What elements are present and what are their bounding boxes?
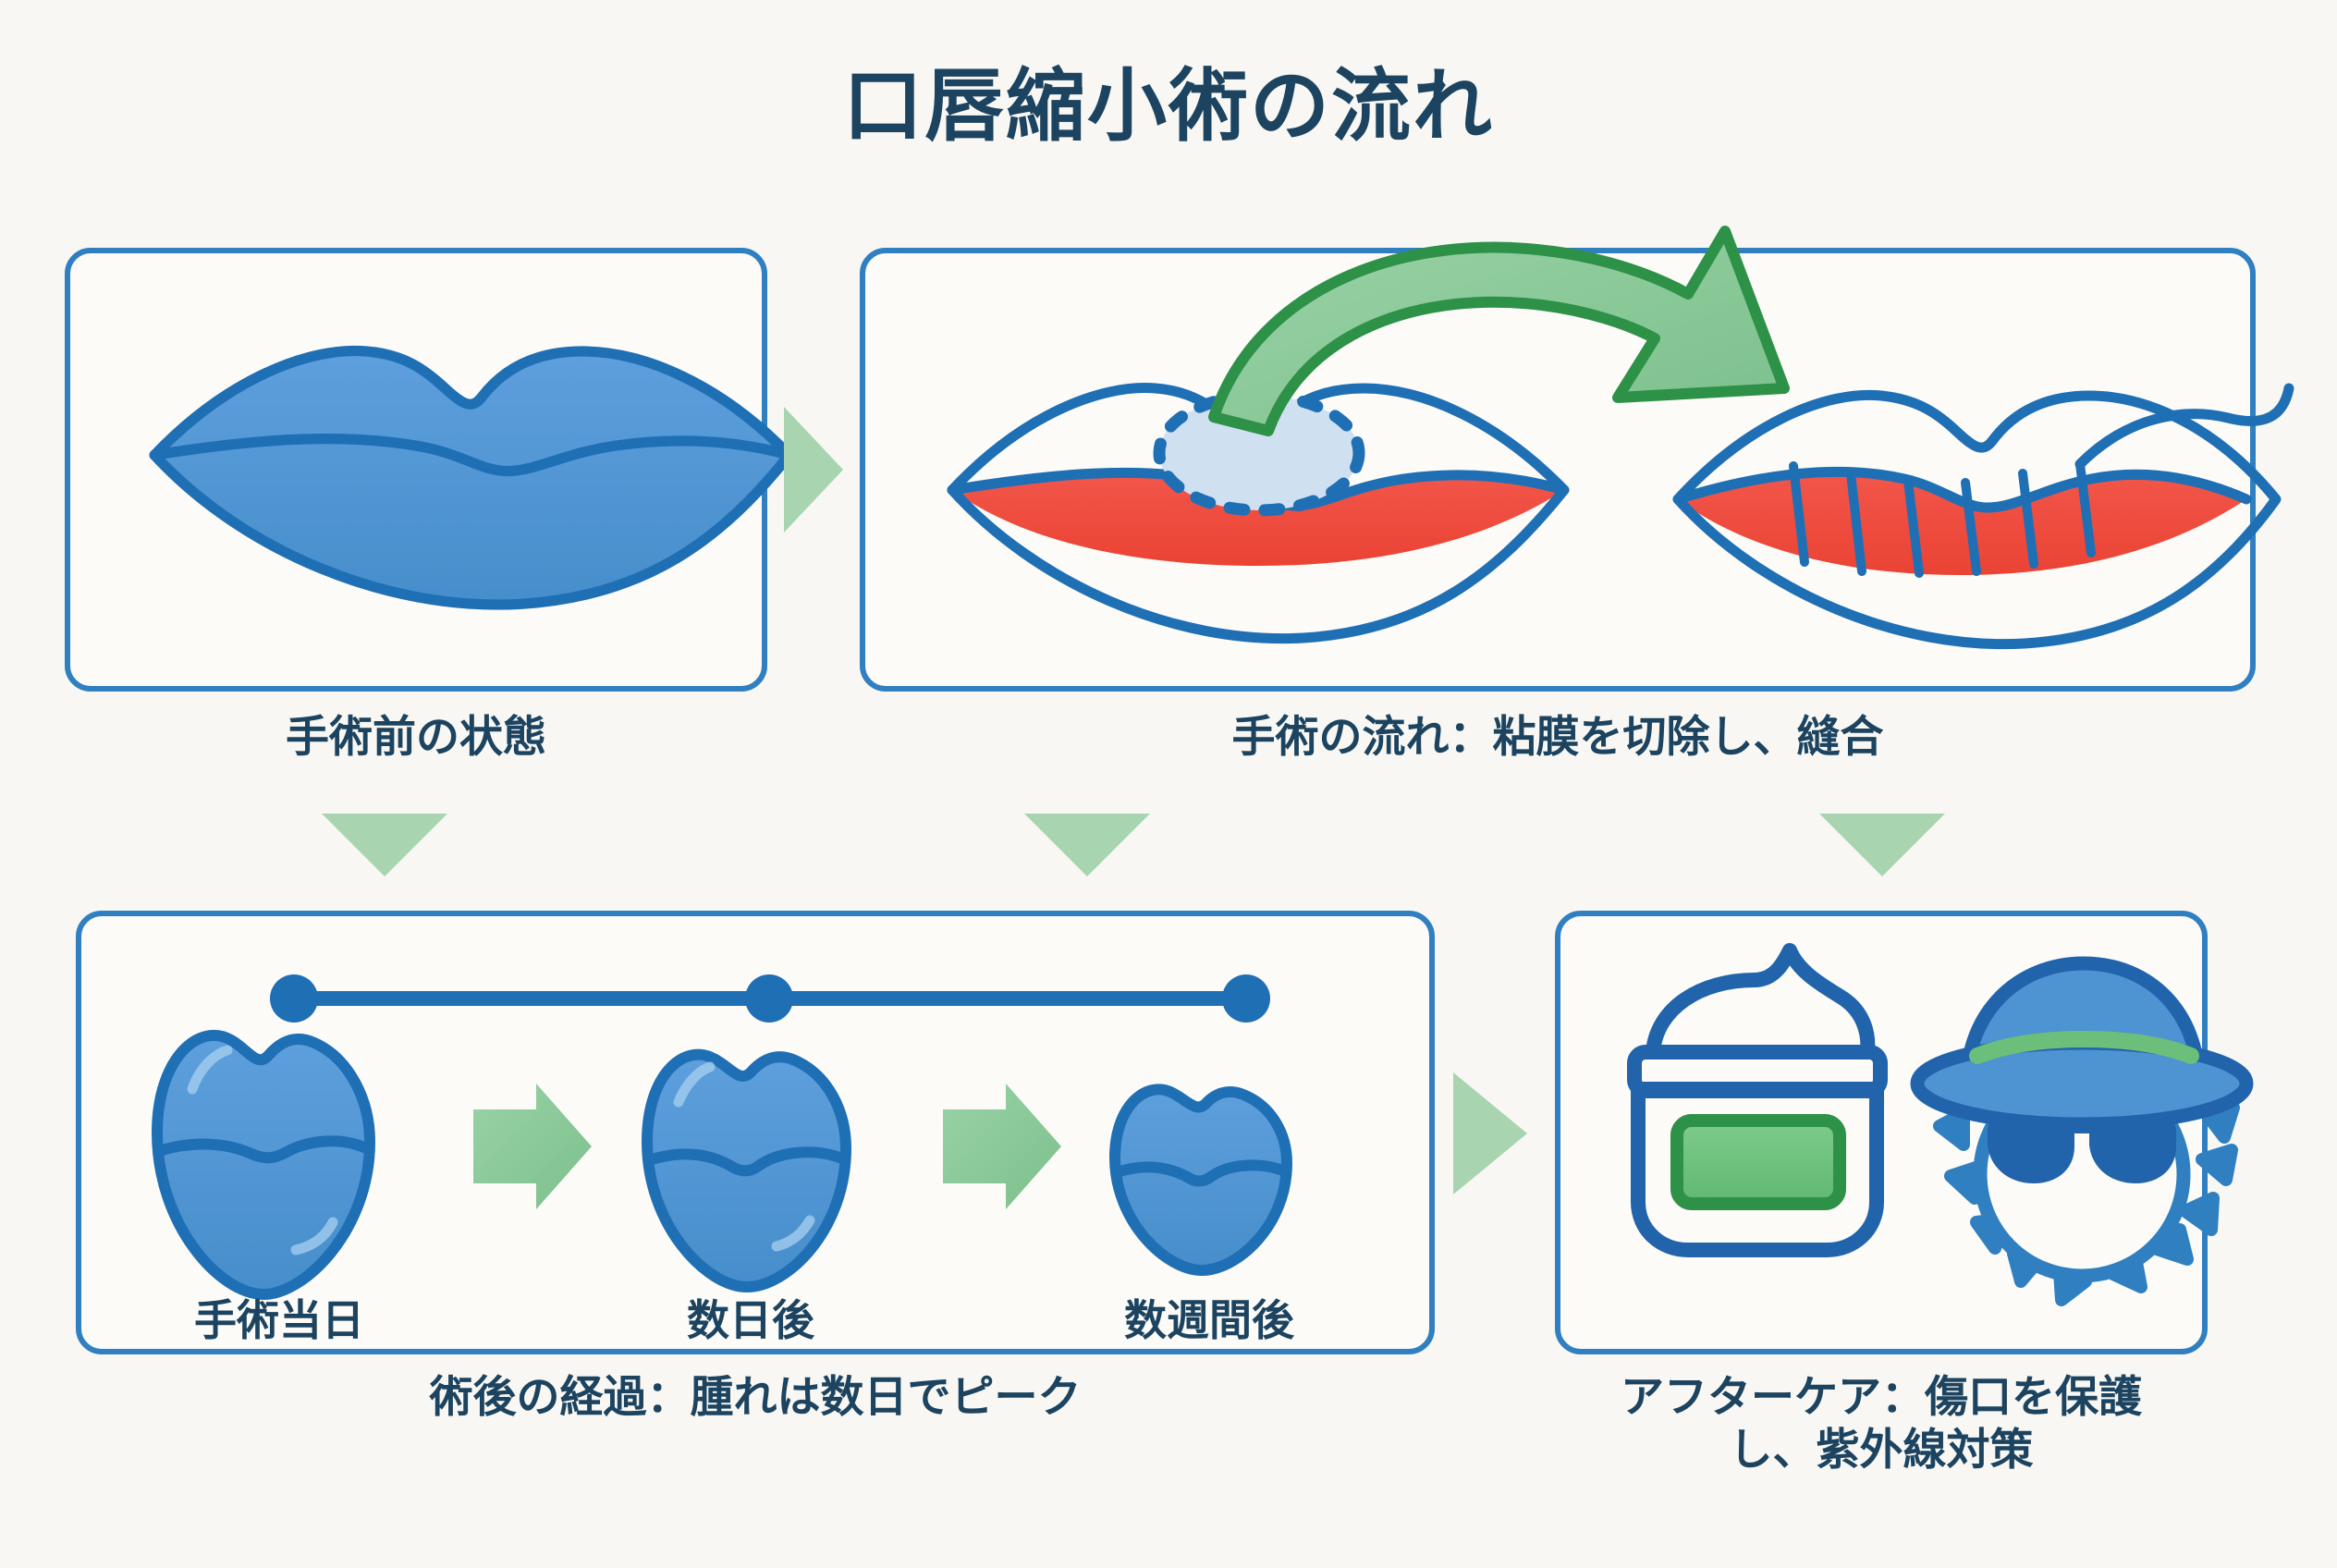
timeline-dot-3 [1222,974,1270,1023]
swelling-step-arrow-1 [473,1084,592,1209]
connector-pre-to-procedure [784,407,843,533]
page-title: 口唇縮小術の流れ [843,62,1494,151]
suture-stitches [1789,459,2096,578]
curved-green-arrow [1208,226,1790,436]
caption-timeline: 術後の経過：腫れは数日でピーク [429,1372,1082,1421]
caption-procedure: 手術の流れ：粘膜を切除し、縫合 [1231,712,1884,761]
timeline-step-label-3: 数週間後 [1124,1296,1294,1344]
connectors [322,407,1945,1194]
ointment-jar-icon [1627,943,1888,1257]
timeline-dot-1 [270,974,318,1023]
excision-outline-dotted [1153,389,1365,517]
sun-hat-sunglasses-icon [1910,956,2254,1306]
jar-label [1670,1114,1846,1210]
swelling-lips-stage-1 [152,1030,375,1300]
illustration-excision-lips [947,383,1570,644]
caption-aftercare: アフターケア：傷口を保護 し、紫外線対策 [1621,1372,2142,1475]
caption-pre-surgery: 手術前の状態 [286,712,546,761]
illustration-pre-surgery-lips [149,345,795,610]
illustration-sutured-lips [1672,383,2294,650]
connector-timeline-to-aftercare [1453,1072,1527,1194]
sun-hat-icon [1910,956,2254,1132]
timeline-step-label-2: 数日後 [687,1296,814,1344]
connector-procedure-to-aftercare [1819,814,1945,876]
suture-thread-tail [2074,383,2294,470]
timeline-bar [270,974,1270,1023]
connector-procedure-to-timeline [1024,814,1150,876]
connector-pre-to-timeline [322,814,447,876]
hat-band [1969,1030,2199,1064]
swelling-lips-stage-3 [1109,1084,1292,1276]
sun-rays [1933,1101,2240,1306]
timeline-dot-2 [745,974,793,1023]
timeline-step-label-1: 手術当日 [194,1296,364,1344]
swelling-lips-stage-2 [642,1048,851,1292]
swelling-step-arrow-2 [943,1084,1061,1209]
